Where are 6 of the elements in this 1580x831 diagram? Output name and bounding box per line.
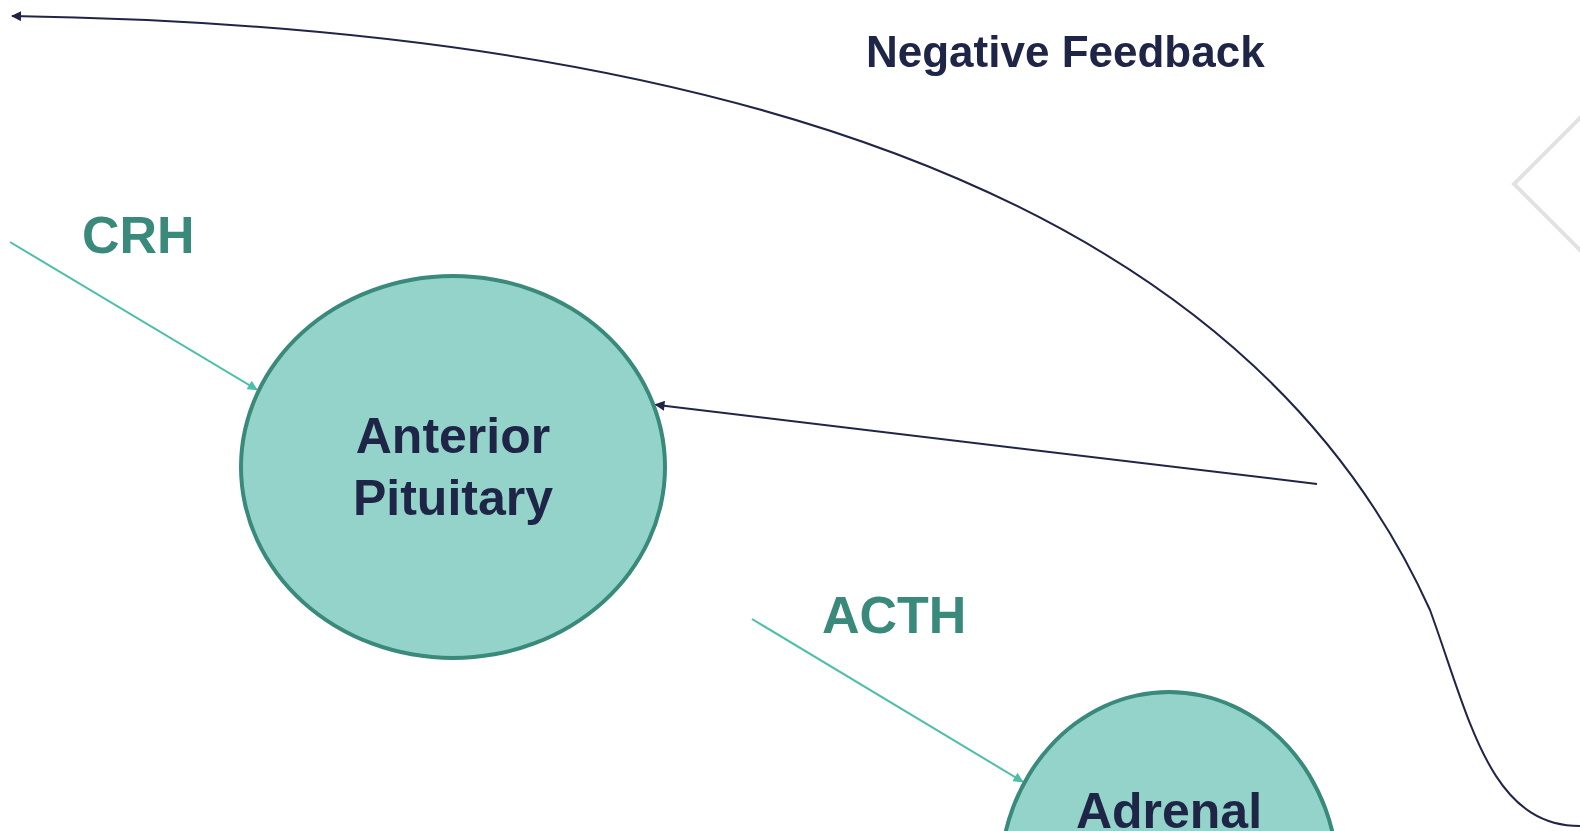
hormone-label: ACTH — [822, 585, 967, 645]
node-label: Adrenal — [1075, 782, 1263, 831]
feedback-label: Negative Feedback — [866, 27, 1265, 77]
arrow — [9, 241, 258, 391]
node-label: Anterior Pituitary — [351, 406, 555, 528]
hormone-label: CRH — [82, 205, 195, 265]
